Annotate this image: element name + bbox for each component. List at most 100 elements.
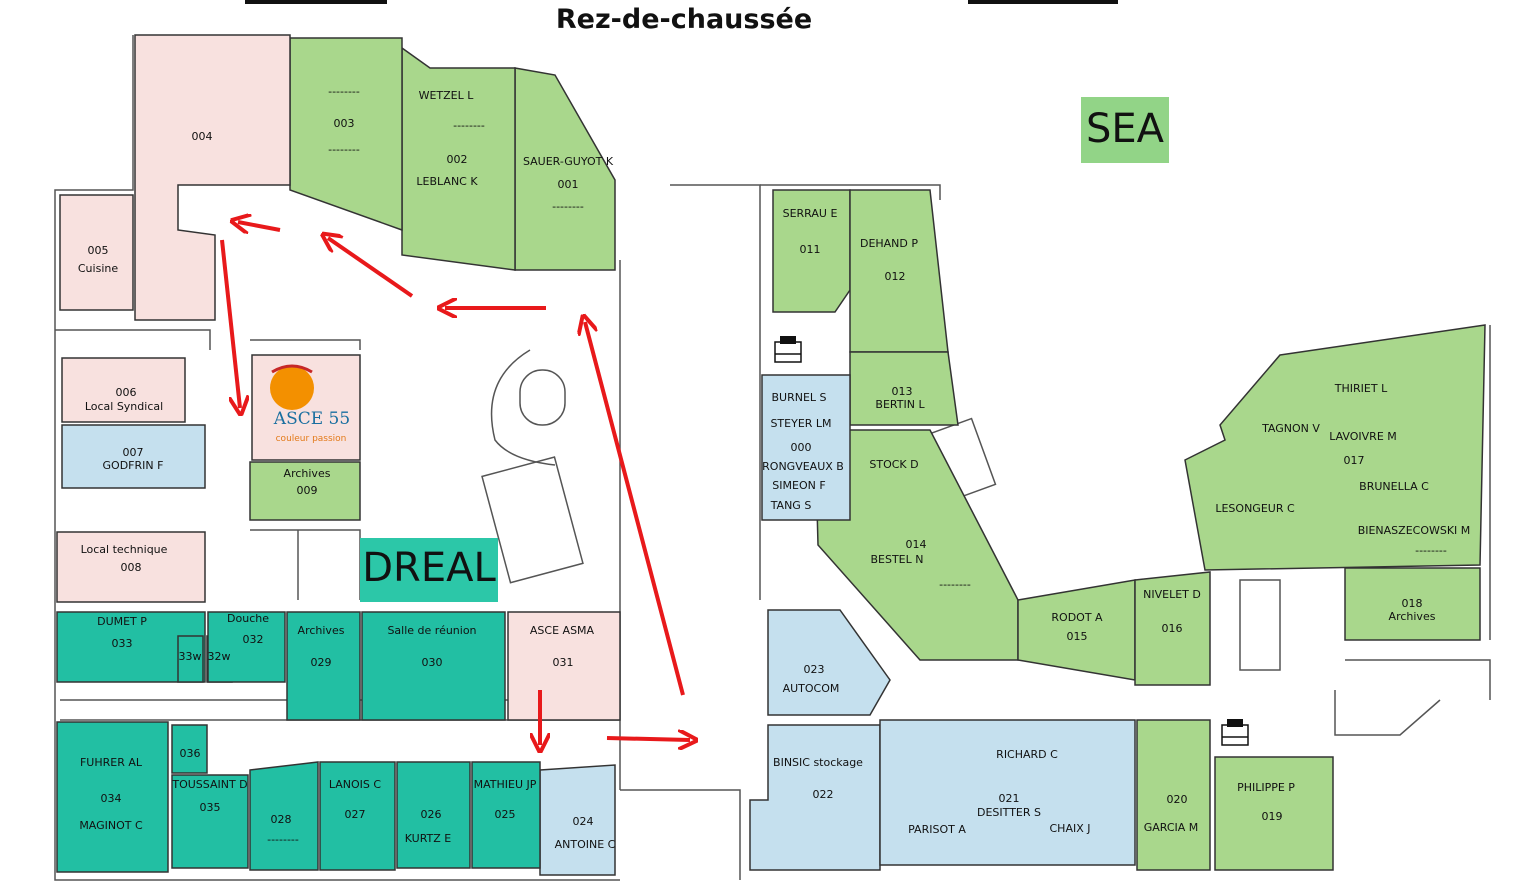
room-026[interactable] xyxy=(396,761,471,869)
room-label-021-line-3: DESITTER S xyxy=(977,806,1041,819)
room-label-029-line-2: 029 xyxy=(311,656,332,669)
room-028[interactable] xyxy=(249,761,319,871)
room-label-32w-line-1: 32w xyxy=(208,650,231,663)
room-034[interactable] xyxy=(56,721,169,873)
room-label-020-line-1: 020 xyxy=(1167,793,1188,806)
room-020[interactable] xyxy=(1136,719,1211,871)
room-031[interactable] xyxy=(507,611,621,721)
room-label-000-line-1: BURNEL S xyxy=(771,391,826,404)
room-label-015-line-1: RODOT A xyxy=(1051,611,1103,624)
asce-logo-box xyxy=(251,354,361,461)
room-017[interactable] xyxy=(1184,324,1486,571)
room-030[interactable] xyxy=(361,611,506,721)
zone-dreal-label: DREAL xyxy=(362,545,496,591)
room-label-019-line-2: 019 xyxy=(1262,810,1283,823)
room-016[interactable] xyxy=(1134,571,1211,686)
room-label-001-line-3: -------- xyxy=(552,200,584,213)
room-label-002-line-2: -------- xyxy=(453,119,485,132)
room-label-002-line-3: 002 xyxy=(447,153,468,166)
room-label-009-line-2: 009 xyxy=(297,484,318,497)
room-label-023-line-1: 023 xyxy=(804,663,825,676)
asce-logo-sun-icon xyxy=(270,366,314,410)
room-004[interactable] xyxy=(134,34,291,321)
room-label-000-line-5: SIMEON F xyxy=(772,479,825,492)
room-label-005-line-2: Cuisine xyxy=(78,262,118,275)
room-label-000-line-6: TANG S xyxy=(770,499,812,512)
room-label-034-line-3: MAGINOT C xyxy=(79,819,143,832)
arrow-down-west xyxy=(220,239,240,408)
room-label-017-line-6: LESONGEUR C xyxy=(1215,502,1295,515)
room-label-030-line-1: Salle de réunion xyxy=(387,624,476,637)
room-025[interactable] xyxy=(471,761,541,869)
arrow-to-003 xyxy=(328,238,414,298)
arrow-up-central xyxy=(585,322,685,696)
room-label-019-line-1: PHILIPPE P xyxy=(1237,781,1295,794)
room-label-002-line-4: LEBLANC K xyxy=(416,175,478,188)
room-label-034-line-2: 034 xyxy=(101,792,122,805)
room-label-021-line-1: RICHARD C xyxy=(996,748,1058,761)
room-label-021-line-4: PARISOT A xyxy=(908,823,966,836)
room-000[interactable] xyxy=(761,374,851,521)
room-023[interactable] xyxy=(767,609,891,716)
room-label-028-line-1: 028 xyxy=(271,813,292,826)
room-027[interactable] xyxy=(319,761,396,871)
room-019[interactable] xyxy=(1214,756,1334,871)
room-018[interactable] xyxy=(1344,567,1481,641)
room-label-027-line-1: LANOIS C xyxy=(329,778,382,791)
room-label-001-line-1: SAUER-GUYOT K xyxy=(523,155,614,168)
room-009[interactable] xyxy=(249,461,361,521)
room-label-006-line-2: Local Syndical xyxy=(85,400,163,413)
room-label-018-line-2: Archives xyxy=(1389,610,1436,623)
room-label-017-line-8: -------- xyxy=(1415,544,1447,557)
room-label-035-line-1: TOUSSAINT D xyxy=(171,778,247,791)
room-029[interactable] xyxy=(286,611,361,721)
room-label-013-line-1: 013 xyxy=(892,385,913,398)
room-label-003-line-1: -------- xyxy=(328,85,360,98)
zone-dreal-badge xyxy=(360,538,498,602)
room-label-031-line-1: ASCE ASMA xyxy=(530,624,595,637)
room-036[interactable] xyxy=(171,724,208,774)
room-007[interactable] xyxy=(61,424,206,489)
room-label-000-line-4: RONGVEAUX B xyxy=(762,460,844,473)
room-008[interactable] xyxy=(56,531,206,603)
room-label-017-line-4: 017 xyxy=(1344,454,1365,467)
room-006[interactable] xyxy=(61,357,186,423)
room-label-024-line-2: ANTOINE C xyxy=(555,838,616,851)
room-label-000-line-3: 000 xyxy=(791,441,812,454)
room-011[interactable] xyxy=(772,189,851,313)
room-005[interactable] xyxy=(59,194,134,311)
asce-logo: ASCE 55 couleur passion xyxy=(270,364,350,444)
room-label-001-line-2: 001 xyxy=(558,178,579,191)
room-033[interactable] xyxy=(56,611,206,683)
room-label-017-line-3: LAVOIVRE M xyxy=(1329,430,1397,443)
room-33w[interactable] xyxy=(177,635,204,683)
room-label-014-line-2: 014 xyxy=(906,538,927,551)
room-label-016-line-1: NIVELET D xyxy=(1143,588,1201,601)
room-label-004-line-1: 004 xyxy=(192,130,213,143)
room-label-023-line-2: AUTOCOM xyxy=(783,682,840,695)
room-label-027-line-2: 027 xyxy=(345,808,366,821)
room-label-026-line-1: 026 xyxy=(421,808,442,821)
room-label-009-line-1: Archives xyxy=(284,467,331,480)
room-035[interactable] xyxy=(171,774,249,869)
room-label-012-line-2: 012 xyxy=(885,270,906,283)
room-032[interactable] xyxy=(207,611,286,683)
room-label-008-line-2: 008 xyxy=(121,561,142,574)
room-label-021-line-2: 021 xyxy=(999,792,1020,805)
printer-icon xyxy=(1221,719,1249,746)
room-003[interactable] xyxy=(289,37,403,232)
room-label-017-line-5: BRUNELLA C xyxy=(1359,480,1429,493)
zone-sea-label: SEA xyxy=(1086,106,1165,152)
room-label-014-line-3: BESTEL N xyxy=(870,553,923,566)
room-label-032-line-2: 032 xyxy=(243,633,264,646)
room-label-011-line-2: 011 xyxy=(800,243,821,256)
room-labels: SAUER-GUYOT K 001 -------- WETZEL L --------… xyxy=(78,85,1470,851)
room-label-034-line-1: FUHRER AL xyxy=(80,756,143,769)
room-label-030-line-2: 030 xyxy=(422,656,443,669)
room-001[interactable] xyxy=(514,67,616,271)
room-label-002-line-1: WETZEL L xyxy=(419,89,475,102)
room-021[interactable] xyxy=(879,719,1136,866)
room-label-014-line-1: STOCK D xyxy=(869,458,918,471)
room-label-014-line-4: -------- xyxy=(939,578,971,591)
room-label-017-line-1: THIRIET L xyxy=(1334,382,1388,395)
